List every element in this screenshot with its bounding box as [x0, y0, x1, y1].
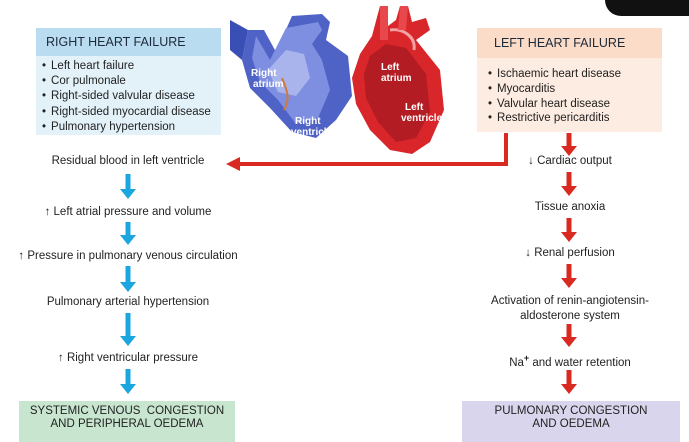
flow-step-renal-perfusion: ↓ Renal perfusion	[525, 247, 615, 259]
outcome-line: AND OEDEMA	[532, 418, 610, 430]
label-line: Right	[251, 68, 277, 79]
label-line: atrium	[253, 79, 284, 90]
heart-illustration	[230, 6, 444, 154]
flow-step-residual-blood: Residual blood in left ventricle	[51, 155, 205, 167]
outcome-line: PULMONARY CONGESTION	[494, 405, 648, 417]
left-atrium-label: Left atrium	[381, 62, 412, 84]
label-line: Left	[381, 62, 400, 73]
label-line: Left	[405, 102, 424, 113]
red-arrow	[561, 172, 577, 196]
rhf-cause: Pulmonary hypertension	[42, 120, 221, 135]
window-corner	[605, 0, 689, 16]
flow-step-right-ventricular-pressure: ↑ Right ventricular pressure	[58, 352, 198, 364]
left-heart-failure-title: LEFT HEART FAILURE	[477, 28, 662, 58]
lhf-cause: Restrictive pericarditis	[488, 111, 662, 126]
lhf-cause: Valvular heart disease	[488, 97, 662, 112]
flow-step-left-atrial-pressure: ↑ Left atrial pressure and volume	[44, 206, 212, 218]
blue-arrow	[120, 266, 136, 292]
right-atrium-label: Right atrium	[251, 68, 284, 90]
water-retention-text: and water retention	[532, 356, 631, 369]
red-arrow	[561, 218, 577, 242]
flow-step-tissue-anoxia: Tissue anoxia	[534, 201, 606, 213]
flow-step-water-retention: Na+ and water retention	[452, 353, 688, 369]
label-line: ventricle	[401, 113, 443, 124]
right-heart-image	[230, 14, 352, 138]
flow-step-pulmonary-arterial-hypertension: Pulmonary arterial hypertension	[46, 296, 210, 308]
blue-arrow	[120, 369, 136, 394]
red-arrow	[561, 370, 577, 394]
flow-step-raas-activation: Activation of renin-angiotensin- aldoste…	[452, 294, 688, 324]
blue-arrow	[120, 222, 136, 245]
blue-arrow	[120, 313, 136, 346]
outcome-line: SYSTEMIC VENOUS CONGESTION	[29, 405, 225, 417]
red-arrow	[561, 324, 577, 347]
rhf-cause: Left heart failure	[42, 59, 221, 74]
lhf-cause: Myocarditis	[488, 82, 662, 97]
label-line: Right	[295, 116, 321, 127]
red-arrow	[561, 264, 577, 288]
outcome-line: AND PERIPHERAL OEDEMA	[50, 418, 204, 430]
label-line: atrium	[381, 73, 412, 84]
left-heart-image	[352, 6, 444, 154]
sodium-charge: +	[523, 353, 530, 363]
flow-step-pulmonary-venous-pressure: ↑ Pressure in pulmonary venous circulati…	[18, 250, 238, 262]
lhf-cause: Ischaemic heart disease	[488, 67, 662, 82]
flow-step-cardiac-output: ↓ Cardiac output	[528, 155, 612, 167]
left-heart-failure-causes: Ischaemic heart disease Myocarditis Valv…	[477, 58, 662, 132]
left-ventricle-label: Left ventricle	[401, 102, 442, 124]
systemic-congestion-box: SYSTEMIC VENOUS CONGESTION AND PERIPHERA…	[19, 401, 235, 442]
label-line: ventricle	[291, 127, 333, 138]
raas-line: aldosterone system	[520, 310, 620, 322]
rhf-cause: Right-sided myocardial disease	[42, 105, 221, 120]
right-ventricle-label: Right ventricle	[291, 116, 332, 138]
sodium-symbol: Na	[509, 356, 524, 369]
pulmonary-congestion-box: PULMONARY CONGESTION AND OEDEMA	[462, 401, 680, 442]
red-connector-arrow	[226, 133, 508, 171]
right-heart-failure-causes: Left heart failure Cor pulmonale Right-s…	[36, 56, 221, 135]
rhf-cause: Right-sided valvular disease	[42, 89, 221, 104]
right-heart-failure-title: RIGHT HEART FAILURE	[36, 28, 221, 56]
rhf-cause: Cor pulmonale	[42, 74, 221, 89]
red-arrow	[561, 133, 577, 156]
blue-arrow	[120, 174, 136, 199]
raas-line: Activation of renin-angiotensin-	[491, 295, 649, 307]
